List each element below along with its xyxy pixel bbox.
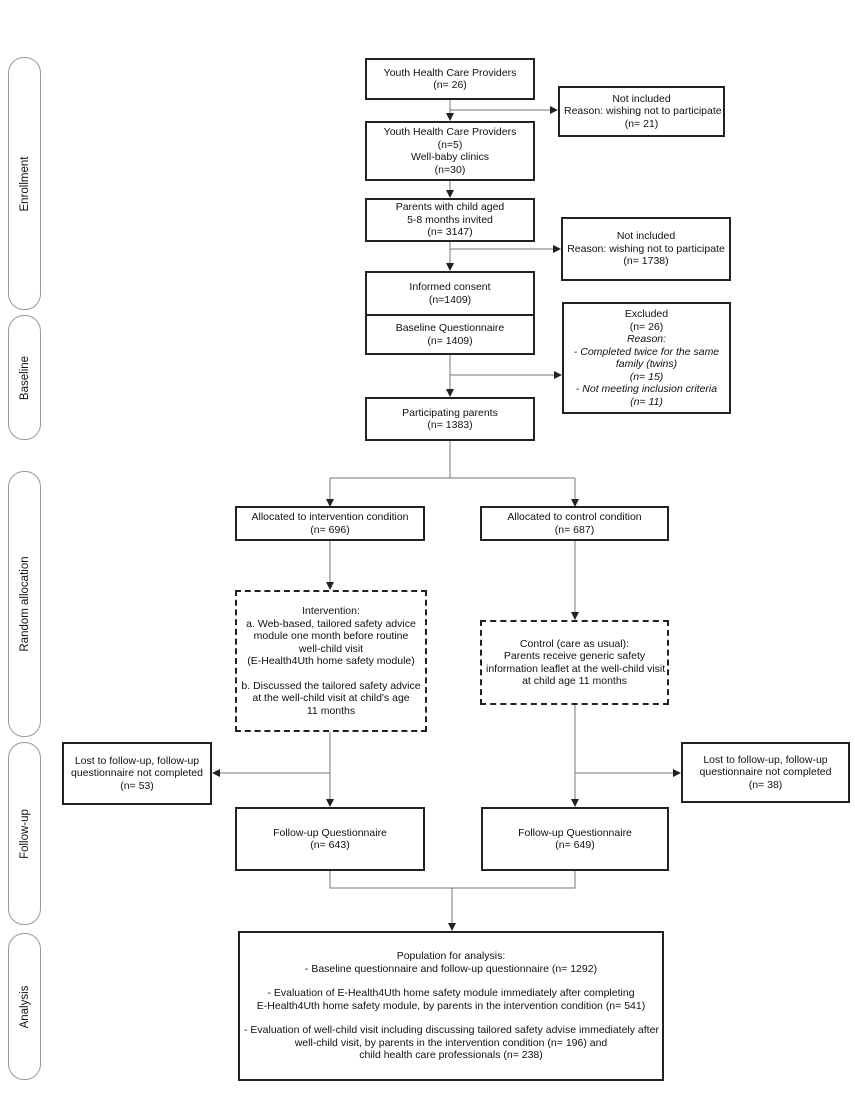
box-line: 5-8 months invited [407,213,493,226]
box-line: Youth Health Care Providers [383,66,517,79]
box-line: - Evaluation of well-child visit includi… [244,1024,659,1037]
box-alloc-control: Allocated to control condition (n= 687) [480,506,669,541]
box-followup-643: Follow-up Questionnaire (n= 643) [235,807,425,871]
box-line: Reason: wishing not to participate [567,242,725,255]
box-line: a. Web-based, tailored safety advice [246,617,416,630]
box-line: Parents receive generic safety [503,650,646,662]
box-line: (n= 1409) [427,334,473,347]
box-line: family (twins) [615,358,678,370]
stage-random-allocation: Random allocation [8,471,41,737]
box-control: Control (care as usual): Parents receive… [480,620,669,705]
box-line: (n= 21) [624,117,659,130]
box-line: Allocated to intervention condition [251,511,409,523]
box-line: information leaflet at the well-child vi… [486,662,666,675]
box-line: 11 months [306,704,356,717]
merge-line [329,871,576,889]
stage-baseline: Baseline [8,315,41,440]
box-line: at child age 11 months [522,675,627,687]
box-line: module one month before routine [253,630,409,642]
box-line: (n= 649) [555,839,595,851]
box-line: Parents with child aged [395,201,505,214]
box-line: (n= 53) [120,779,154,792]
stage-analysis: Analysis [8,933,41,1080]
spacer [244,975,658,987]
box-intervention: Intervention: a. Web-based, tailored saf… [235,590,427,732]
box-line: Follow-up Questionnaire [273,826,387,839]
box-line: Well-baby clinics [411,151,489,163]
box-line: (n= 38) [748,778,783,791]
box-line: well-child visit [298,642,364,655]
box-line: (n= 26) [433,79,467,91]
stage-label-enrollment: Enrollment [18,156,31,211]
box-line: (E-Health4Uth home safety module) [247,655,415,667]
box-line: (n=30) [434,163,466,176]
stage-enrollment: Enrollment [8,57,41,310]
box-line: (n= 1383) [427,419,473,431]
box-line: (n= 3147) [427,226,473,239]
spacer [241,668,421,680]
box-line: - Baseline questionnaire and follow-up q… [304,962,598,975]
box-not-included-21: Not included Reason: wishing not to part… [558,86,725,137]
box-line: b. Discussed the tailored safety advice [241,679,421,692]
box-line: - Completed twice for the same [573,345,720,358]
box-parents-invited: Parents with child aged 5-8 months invit… [365,198,535,242]
box-line: well-child visit, by parents in the inte… [294,1036,608,1049]
box-informed-consent: Informed consent (n=1409) [365,271,535,316]
box-line: Participating parents [402,406,498,419]
box-line: Population for analysis: [396,950,506,963]
box-line: (n= 643) [310,839,350,851]
box-alloc-intervention: Allocated to intervention condition (n= … [235,506,425,541]
box-participating: Participating parents (n= 1383) [365,397,535,441]
box-line: child health care professionals (n= 238) [359,1049,543,1062]
box-line: Follow-up Questionnaire [518,826,632,839]
box-line: Informed consent [409,281,491,293]
box-line: (n= 11) [630,395,663,408]
stage-follow-up: Follow-up [8,742,41,925]
box-line: Control (care as usual): [519,637,630,650]
box-not-included-1738: Not included Reason: wishing not to part… [561,217,731,281]
box-line: - Not meeting inclusion criteria [575,383,718,395]
spacer [244,1012,658,1024]
box-providers-26: Youth Health Care Providers (n= 26) [365,58,535,100]
box-baseline-questionnaire: Baseline Questionnaire (n= 1409) [365,314,535,355]
box-line: (n= 26) [629,320,664,333]
box-line: Excluded [624,308,669,320]
box-followup-649: Follow-up Questionnaire (n= 649) [481,807,669,871]
stage-label-random-allocation: Random allocation [18,556,31,652]
box-analysis: Population for analysis: - Baseline ques… [238,931,664,1081]
box-lost-38: Lost to follow-up, follow-up questionnai… [681,742,850,803]
box-line: Lost to follow-up, follow-up [703,753,828,766]
box-line: (n= 687) [554,523,595,536]
box-line: Allocated to control condition [507,511,642,523]
box-line: at the well-child visit at child's age [252,692,410,704]
box-line: Intervention: [302,605,360,617]
split-line [329,441,451,505]
box-line: Baseline Questionnaire [395,322,505,334]
stage-label-follow-up: Follow-up [18,808,31,859]
stage-label-analysis: Analysis [18,985,31,1028]
box-line: (n= 696) [310,523,350,536]
box-line: (n= 15) [629,370,664,383]
box-line: Not included [616,230,676,243]
box-providers-5: Youth Health Care Providers (n=5) Well-b… [365,121,535,181]
box-line: (n=1409) [428,293,472,306]
box-line: Reason: wishing not to participate [564,105,722,118]
box-line: Lost to follow-up, follow-up [74,754,200,767]
box-line: questionnaire not completed [71,767,203,780]
box-lost-53: Lost to follow-up, follow-up questionnai… [62,742,212,805]
box-line: questionnaire not completed [699,766,832,779]
box-line: Youth Health Care Providers [383,126,517,138]
box-line: Reason: [626,333,667,345]
box-excluded: Excluded (n= 26) Reason: - Completed twi… [562,302,731,414]
box-line: Not included [612,92,671,105]
box-line: (n=5) [437,138,463,151]
box-line: (n= 1738) [623,255,669,268]
stage-label-baseline: Baseline [18,355,31,400]
box-line: E-Health4Uth home safety module, by pare… [256,999,646,1012]
box-line: - Evaluation of E-Health4Uth home safety… [267,987,635,1000]
